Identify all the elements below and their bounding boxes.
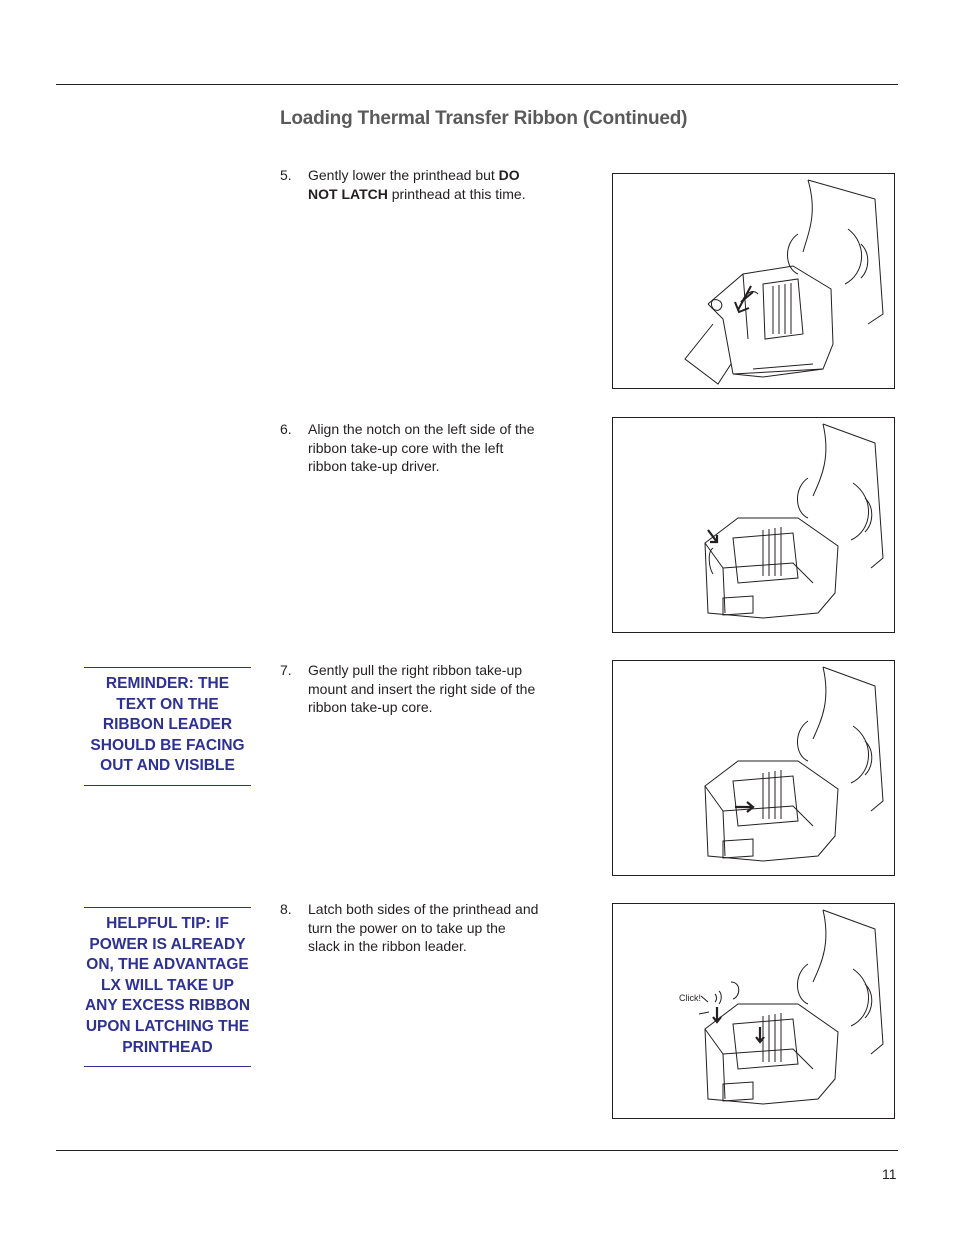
step-6: 6. Align the notch on the left side of t… [280, 420, 540, 476]
step-number: 8. [280, 901, 292, 917]
step-number: 5. [280, 167, 292, 183]
step-text: Align the notch on the left side of the … [308, 421, 535, 474]
step-7: 7. Gently pull the right ribbon take-up … [280, 661, 540, 717]
page-number: 11 [882, 1166, 897, 1182]
page-title: Loading Thermal Transfer Ribbon (Continu… [280, 108, 688, 129]
figure-step-6 [612, 417, 895, 633]
click-label: Click! [679, 993, 701, 1003]
figure-step-7 [612, 660, 895, 876]
step-text-bold: DO NOT LATCH [308, 167, 520, 202]
step-8: 8. Latch both sides of the printhead and… [280, 900, 540, 956]
step-text-part: printhead at this time. [387, 185, 526, 202]
figure-step-5 [612, 173, 895, 389]
step-number: 7. [280, 662, 292, 678]
printer-align-notch-icon [704, 423, 884, 619]
step-text-part: Gently lower the printhead but [308, 167, 499, 183]
printer-lower-printhead-icon [684, 179, 884, 385]
figure-step-8: Click! [612, 903, 895, 1119]
step-5: 5. Gently lower the printhead but DO NOT… [280, 166, 540, 203]
printer-insert-core-icon [704, 666, 884, 862]
helpful-tip-callout: HELPFUL TIP: IF POWER IS ALREADY ON, THE… [84, 907, 251, 1068]
step-text: Gently pull the right ribbon take-up mou… [308, 662, 536, 715]
step-text: Gently lower the printhead but DO NOT LA… [308, 166, 540, 203]
printer-latch-printhead-icon: Click! [679, 909, 884, 1105]
reminder-callout: REMINDER: THE TEXT ON THE RIBBON LEADER … [84, 667, 251, 786]
step-number: 6. [280, 421, 292, 437]
step-text: Latch both sides of the printhead and tu… [308, 901, 539, 954]
bottom-rule [56, 1150, 898, 1151]
top-rule [56, 84, 898, 85]
